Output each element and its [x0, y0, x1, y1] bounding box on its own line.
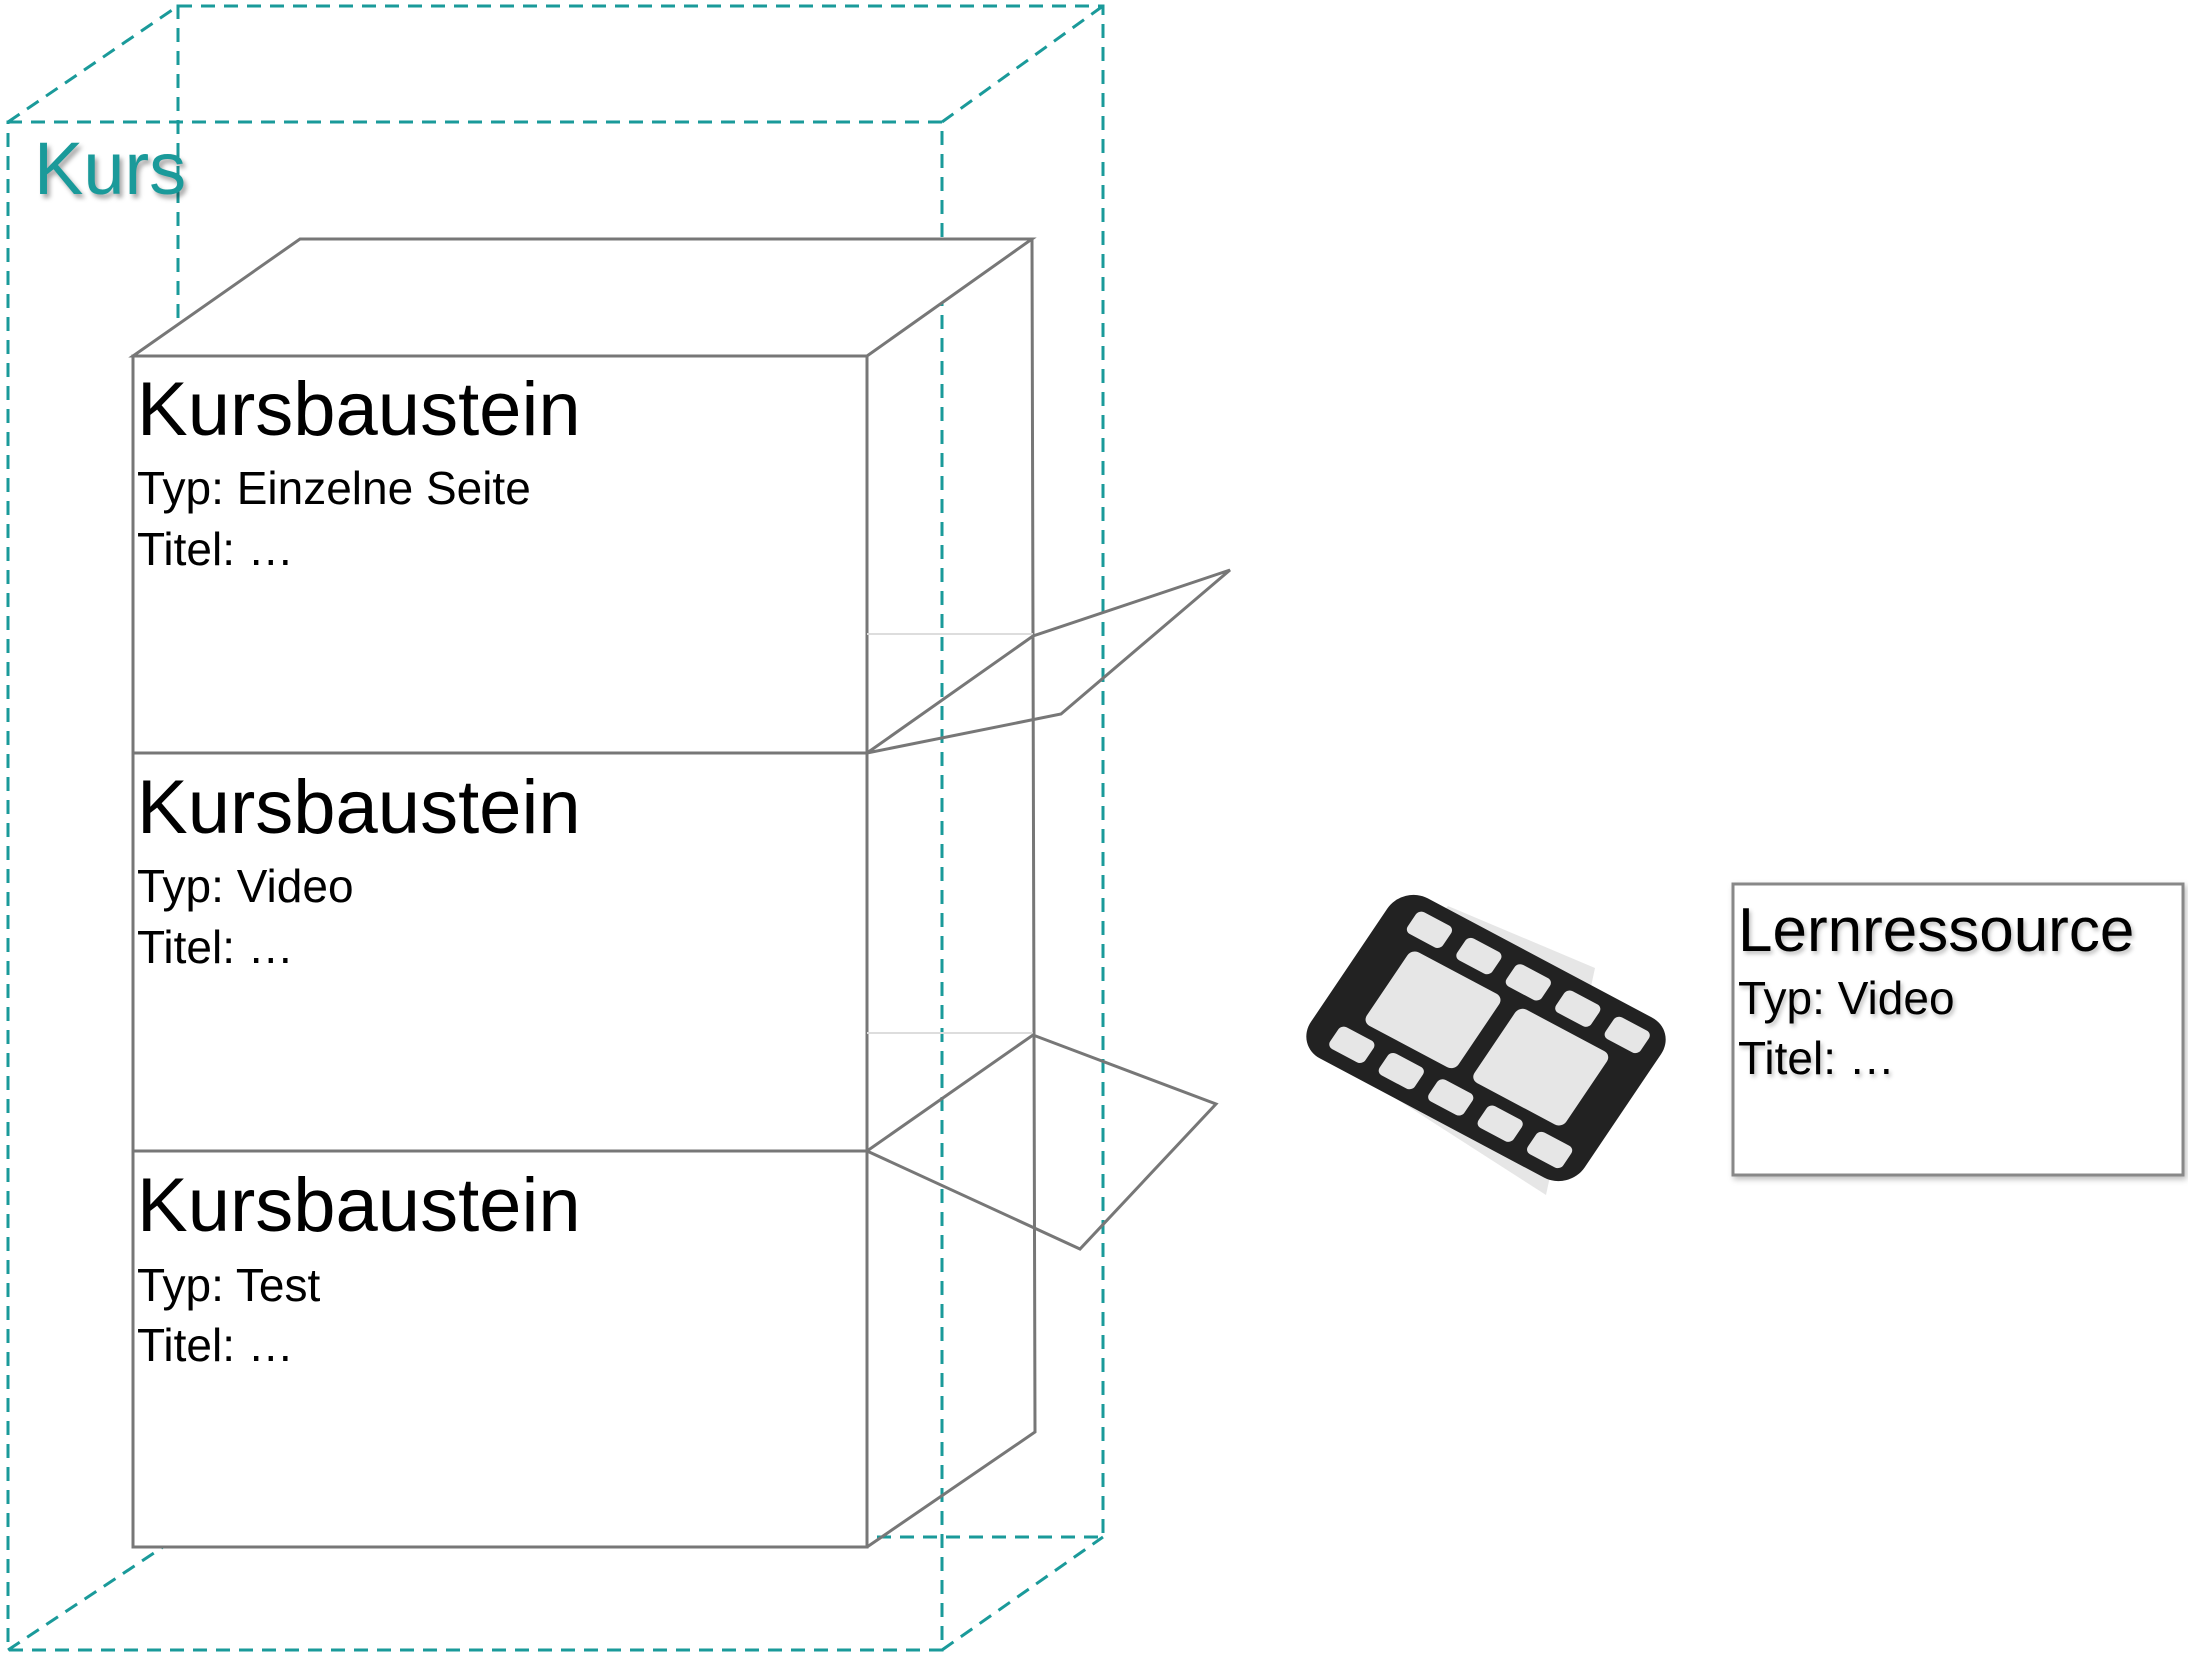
open-flap-upper — [866, 568, 1231, 755]
kursbaustein-front-faces — [131, 354, 869, 1549]
kurs-label: Kurs — [34, 127, 187, 210]
kursbaustein-block-3 — [131, 1149, 869, 1549]
kursbaustein-block-2 — [131, 751, 869, 1153]
lernressource-box — [1731, 882, 2185, 1177]
lernressource-titel: Titel: … — [1738, 1032, 1895, 1084]
open-flap-lower — [866, 1033, 1219, 1251]
side-seams — [867, 633, 1033, 1034]
block-2-typ: Typ: Video — [137, 860, 354, 912]
block-3-typ: Typ: Test — [137, 1259, 321, 1311]
block-1-typ: Typ: Einzelne Seite — [137, 462, 531, 514]
block-2-titel: Titel: … — [137, 921, 294, 973]
block-3-titel: Titel: … — [137, 1319, 294, 1371]
film-strip-icon — [1306, 894, 1666, 1195]
lernressource-typ: Typ: Video — [1738, 972, 1955, 1024]
block-3-title: Kursbaustein — [137, 1163, 581, 1248]
block-1-titel: Titel: … — [137, 523, 294, 575]
lernressource-title: Lernressource — [1738, 896, 2135, 965]
block-1-title: Kursbaustein — [137, 367, 581, 452]
kursbaustein-block-1 — [131, 354, 869, 755]
block-2-title: Kursbaustein — [137, 765, 581, 850]
